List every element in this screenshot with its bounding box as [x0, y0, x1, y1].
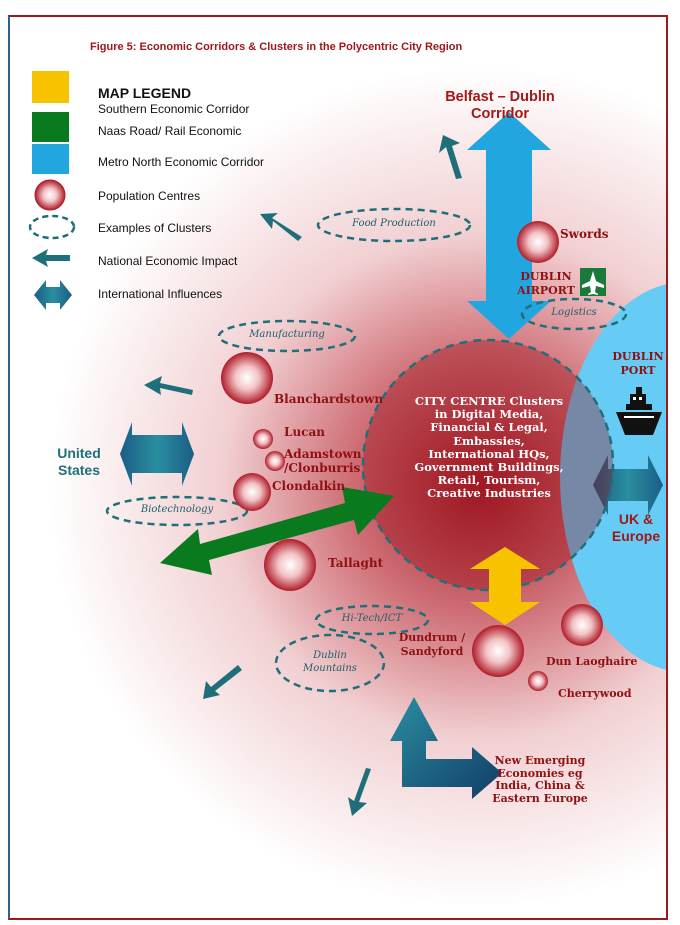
- city-centre-label: CITY CENTRE Clusters in Digital Media, F…: [414, 394, 564, 501]
- cluster-logistics: [520, 297, 628, 331]
- metro-north-corridor-arrow: [467, 112, 551, 339]
- legend-label-metro: Metro North Economic Corridor: [98, 155, 265, 169]
- cluster-dublin-mountains: [274, 633, 386, 693]
- cluster-label-logistics: Logistics: [551, 307, 597, 318]
- belfast-dublin-corridor-label: Belfast – Dublin Corridor: [445, 89, 555, 122]
- legend-title: MAP LEGEND: [98, 85, 192, 101]
- legend-swatch-metro: [32, 144, 69, 174]
- population-dun-laoghaire: [561, 604, 603, 646]
- city-region-glow: [10, 17, 666, 918]
- uk-europe-arrow: [593, 455, 663, 515]
- legend-swatch-southern: [32, 71, 69, 103]
- naas-road-corridor-arrow: [160, 487, 394, 575]
- label-adamstown: Adamstown /Clonburris: [284, 447, 362, 475]
- cluster-manufacturing: [217, 319, 357, 353]
- label-dundrum: Dundrum / Sandyford: [398, 631, 466, 658]
- map-frame: Figure 5: Economic Corridors & Clusters …: [8, 15, 668, 920]
- legend-label-international: International Influences: [98, 287, 223, 301]
- label-blanchardstown: Blanchardstown: [274, 392, 384, 406]
- cluster-biotechnology: [105, 495, 249, 527]
- label-clondalkin: Clondalkin: [272, 479, 346, 493]
- legend-label-population: Population Centres: [98, 189, 201, 203]
- national-arrow-south: [348, 768, 371, 816]
- legend-label-southern: Southern Economic Corridor: [98, 102, 250, 116]
- cluster-label-manufacturing: Manufacturing: [249, 329, 325, 340]
- label-dun-laoghaire: Dun Laoghaire: [546, 655, 638, 668]
- label-cherrywood: Cherrywood: [558, 687, 632, 700]
- legend-swatch-naas: [32, 112, 69, 142]
- legend-population-icon: [34, 179, 66, 211]
- emerging-economies-arrow: [390, 697, 502, 799]
- national-arrow-north: [439, 135, 462, 179]
- population-lucan: [253, 429, 273, 449]
- city-centre-boundary: [361, 338, 615, 592]
- label-united-states: United States: [57, 445, 101, 478]
- southern-corridor-arrow: [470, 547, 540, 625]
- cluster-hitech: [314, 604, 430, 636]
- legend-cluster-icon: [28, 214, 76, 240]
- legend-international-arrow-icon: [34, 280, 72, 310]
- ship-icon: [616, 387, 662, 435]
- population-clondalkin: [233, 473, 271, 511]
- population-swords: [517, 221, 559, 263]
- figure-title: Figure 5: Economic Corridors & Clusters …: [90, 41, 463, 53]
- label-dublin-airport: DUBLIN AIRPORT: [517, 270, 575, 297]
- label-swords: Swords: [560, 227, 609, 241]
- legend-label-national: National Economic Impact: [98, 254, 238, 268]
- national-arrow-southwest: [203, 665, 242, 699]
- population-blanchardstown: [221, 352, 273, 404]
- label-dublin-port: DUBLIN PORT: [612, 350, 664, 377]
- cluster-label-food: Food Production: [352, 218, 436, 229]
- cluster-label-hitech: Hi-Tech/ICT: [341, 613, 403, 624]
- national-arrow-northwest: [260, 213, 302, 241]
- cluster-label-dublin-mountains: Dublin Mountains: [303, 650, 357, 674]
- plane-glyph: [582, 271, 604, 295]
- population-tallaght: [264, 539, 316, 591]
- label-uk-europe: UK & Europe: [611, 511, 661, 544]
- national-arrow-west: [144, 376, 193, 395]
- population-cherrywood: [528, 671, 548, 691]
- label-emerging-economies: New Emerging Economies eg India, China &…: [492, 754, 588, 805]
- label-lucan: Lucan: [284, 425, 325, 439]
- label-tallaght: Tallaght: [328, 556, 384, 570]
- cluster-food-production: [316, 207, 472, 243]
- legend-national-arrow-icon: [32, 249, 70, 267]
- population-dundrum: [472, 625, 524, 677]
- legend-label-clusters: Examples of Clusters: [98, 221, 212, 235]
- united-states-arrow: [120, 422, 194, 486]
- population-adamstown: [265, 451, 285, 471]
- legend-label-naas: Naas Road/ Rail Economic: [98, 124, 242, 138]
- map-graphics: [28, 71, 666, 816]
- cluster-label-biotechnology: Biotechnology: [140, 504, 214, 515]
